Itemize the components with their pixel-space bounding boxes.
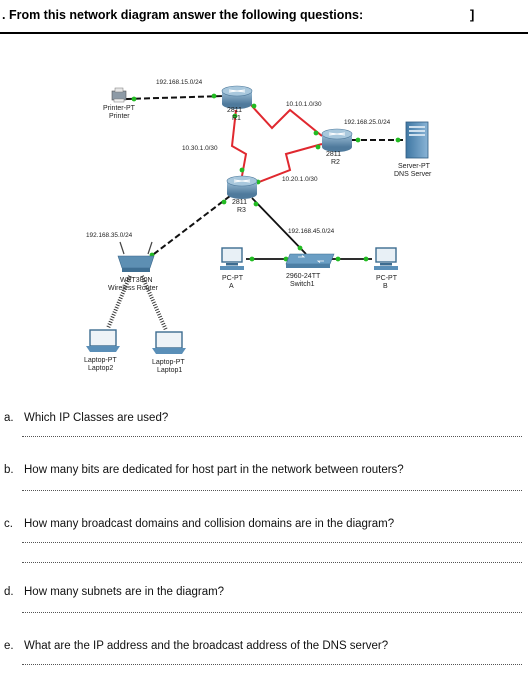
link-printer-r1	[125, 95, 225, 100]
link-dot	[232, 113, 238, 119]
laptop2-label: Laptop-PT	[84, 357, 117, 364]
wireless-router-label: Wireless Router	[108, 285, 158, 292]
switch-label: 2960-24TT	[286, 273, 321, 280]
printer-icon	[111, 87, 127, 103]
link-dot	[355, 137, 361, 143]
question-letter: c.	[4, 518, 13, 530]
link-dot	[131, 96, 137, 102]
link-dot	[297, 245, 303, 251]
question-letter: a.	[4, 412, 14, 424]
wireless-link-laptop1	[140, 275, 168, 331]
question-text: What are the IP address and the broadcas…	[24, 640, 389, 652]
answer-line-a[interactable]	[22, 436, 522, 437]
answer-line-c1[interactable]	[22, 542, 522, 543]
network-label: 10.30.1.0/30	[182, 145, 218, 152]
question-text: How many subnets are in the diagram?	[24, 586, 225, 598]
pc-b-label: PC-PT	[376, 275, 398, 282]
server-label: DNS Server	[394, 171, 432, 178]
network-label: 192.168.45.0/24	[288, 228, 335, 235]
pc-a-label: PC-PT	[222, 275, 244, 282]
network-label: 192.168.35.0/24	[86, 232, 133, 239]
question-letter: e.	[4, 640, 14, 652]
question-text: How many broadcast domains and collision…	[24, 518, 395, 530]
question-c: c. How many broadcast domains and collisi…	[4, 518, 394, 530]
server-label: Server-PT	[398, 163, 431, 170]
server-icon	[405, 121, 429, 159]
link-dot	[363, 256, 369, 262]
question-d: d. How many subnets are in the diagram?	[4, 586, 224, 598]
header-bracket: ]	[470, 7, 475, 22]
network-diagram: 192.168.15.0/24 10.10.1.0/30 192.168.25.…	[0, 44, 528, 399]
link-dot	[239, 167, 245, 173]
answer-line-d[interactable]	[22, 612, 522, 613]
answer-line-c2[interactable]	[22, 562, 522, 563]
laptop2-label: Laptop2	[88, 365, 113, 372]
wireless-link-laptop2	[106, 275, 132, 329]
pc-b-label: B	[383, 283, 388, 290]
printer-label: Printer-PT	[103, 105, 136, 112]
links	[106, 95, 404, 331]
network-label: 192.168.15.0/24	[156, 79, 203, 86]
network-label: 192.168.25.0/24	[344, 119, 391, 126]
page-header: . From this network diagram answer the f…	[0, 0, 528, 34]
router-icon	[321, 128, 353, 152]
link-dot	[249, 256, 255, 262]
link-r1-r2-serial	[249, 103, 323, 137]
link-dot	[251, 103, 257, 109]
question-text: Which IP Classes are used?	[24, 412, 169, 424]
link-r2-r3-serial	[253, 143, 323, 185]
page-title: . From this network diagram answer the f…	[2, 8, 364, 22]
laptop-icon	[86, 329, 120, 352]
link-dot	[313, 130, 319, 136]
link-r3-switch	[251, 197, 307, 255]
link-dot	[315, 144, 321, 150]
question-b: b. How many bits are dedicated for host p…	[4, 464, 404, 476]
network-label: 10.20.1.0/30	[282, 176, 318, 183]
pc-icon	[374, 247, 398, 270]
r2-label: R2	[331, 159, 340, 166]
link-r1-r3-serial	[230, 109, 248, 177]
question-letter: b.	[4, 464, 14, 476]
r3-label: R3	[237, 207, 246, 214]
switch-icon	[285, 253, 335, 268]
question-e: e. What are the IP address and the broadc…	[4, 640, 388, 652]
laptop-icon	[152, 331, 186, 354]
laptop1-label: Laptop1	[157, 367, 182, 374]
question-a: a. Which IP Classes are used?	[4, 412, 168, 424]
link-dot	[395, 137, 401, 143]
switch-label: Switch1	[290, 281, 315, 288]
link-dot	[253, 201, 259, 207]
network-label: 10.10.1.0/30	[286, 101, 322, 108]
printer-label: Printer	[109, 113, 130, 120]
link-dot	[335, 256, 341, 262]
pc-icon	[220, 247, 244, 270]
link-dot	[211, 93, 217, 99]
network-diagram-svg: 192.168.15.0/24 10.10.1.0/30 192.168.25.…	[84, 79, 432, 374]
wireless-router-label: WRT300N	[120, 277, 153, 284]
link-dot	[221, 199, 227, 205]
router-icon	[226, 175, 258, 199]
r1-label: 2811	[227, 107, 242, 114]
link-r3-wrt	[145, 195, 231, 261]
wireless-router-icon	[117, 241, 155, 272]
question-text: How many bits are dedicated for host par…	[24, 464, 404, 476]
router-icon	[221, 85, 253, 109]
answer-line-e[interactable]	[22, 664, 522, 665]
r1-label: R1	[232, 115, 241, 122]
pc-a-label: A	[229, 283, 234, 290]
answer-line-b[interactable]	[22, 490, 522, 491]
laptop1-label: Laptop-PT	[152, 359, 185, 366]
r2-label: 2811	[326, 151, 341, 158]
question-letter: d.	[4, 586, 14, 598]
r3-label: 2811	[232, 199, 247, 206]
